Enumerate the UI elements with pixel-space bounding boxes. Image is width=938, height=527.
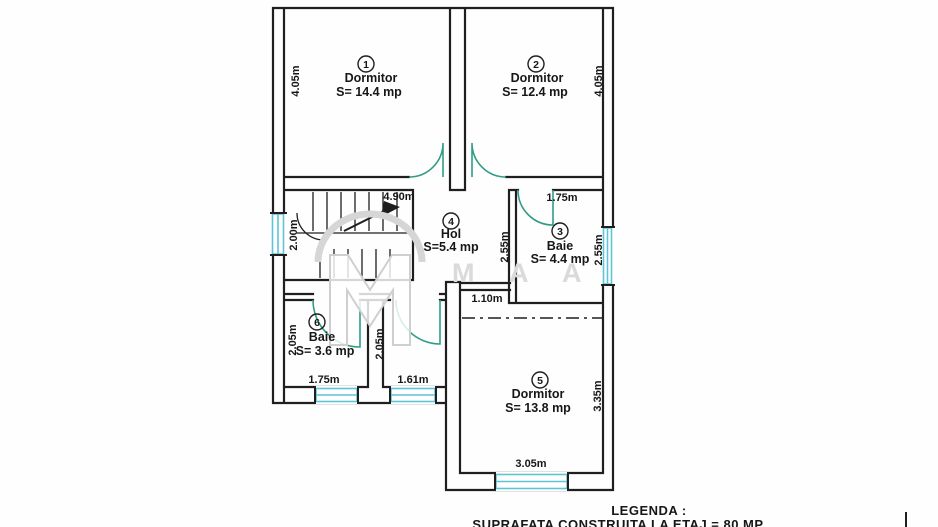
room6-area: S= 3.6 mp	[296, 344, 355, 358]
door-arc-room2	[471, 142, 507, 178]
badge-number-6: 6	[314, 317, 320, 329]
dim-stair-height: 2.00m	[288, 219, 300, 250]
dim-room1-height: 4.05m	[290, 65, 302, 96]
badge-number-2: 2	[533, 59, 539, 71]
room-badges: 1 2 3 4 5 6	[308, 55, 569, 389]
room4-name: Hol	[441, 227, 461, 241]
dim-room2-height: 4.05m	[593, 65, 605, 96]
legend-surface-line: SUPRAFATA CONSTRUITA LA ETAJ = 80 MP	[472, 517, 763, 527]
room2-name: Dormitor	[511, 71, 564, 85]
window-left	[270, 212, 287, 256]
watermark: M A A	[314, 210, 596, 346]
dim-dressing-height: 2.05m	[374, 328, 386, 359]
windows	[270, 212, 615, 491]
door-arc-baie3	[517, 189, 554, 226]
room5-area: S= 13.8 mp	[505, 401, 571, 415]
window-dressing	[389, 386, 437, 404]
badge-circle-6	[308, 313, 326, 331]
room2-area: S= 12.4 mp	[502, 85, 568, 99]
badge-circle-4	[442, 212, 460, 230]
window-right	[601, 226, 615, 286]
badge-circle-5	[531, 371, 549, 389]
room1-name: Dormitor	[345, 71, 398, 85]
window-baie6	[314, 386, 359, 404]
badge-circle-1	[357, 55, 375, 73]
watermark-logo-icon	[329, 254, 411, 346]
watermark-dome-icon	[314, 210, 426, 263]
legend: LEGENDA : SUPRAFATA CONSTRUITA LA ETAJ =…	[472, 503, 907, 527]
dim-stair-width: 4.90m	[383, 191, 414, 203]
dim-baie3-height-right: 2.55m	[593, 234, 605, 265]
legend-title: LEGENDA :	[611, 503, 687, 518]
dimension-labels: 4.05m 4.05m 4.90m 2.00m 1.75m 2.55m 2.55…	[287, 65, 605, 470]
window-room5	[494, 472, 569, 491]
room6-name: Baie	[309, 330, 335, 344]
dim-room5-height: 3.35m	[592, 380, 604, 411]
dim-hol-passage: 1.10m	[471, 293, 502, 305]
room-labels: Dormitor S= 14.4 mp Dormitor S= 12.4 mp …	[296, 71, 590, 415]
dim-baie3-height-left: 2.55m	[499, 231, 511, 262]
door-arc-baie6	[312, 299, 361, 348]
badge-number-1: 1	[363, 59, 369, 71]
dim-dressing-width: 1.61m	[397, 374, 428, 386]
badge-number-3: 3	[557, 226, 563, 238]
watermark-letters: M A A	[452, 258, 596, 288]
room5-name: Dormitor	[512, 387, 565, 401]
dim-baie3-width: 1.75m	[546, 192, 577, 204]
room1-area: S= 14.4 mp	[336, 85, 402, 99]
room3-area: S= 4.4 mp	[531, 252, 590, 266]
badge-number-5: 5	[537, 375, 543, 387]
stair-handrail-arc	[296, 212, 325, 241]
badge-circle-2	[527, 55, 545, 73]
door-arc-room1	[408, 142, 444, 178]
badge-number-4: 4	[448, 216, 454, 228]
dim-room5-width: 3.05m	[515, 458, 546, 470]
room4-area: S=5.4 mp	[423, 240, 479, 254]
room3-name: Baie	[547, 239, 573, 253]
badge-circle-3	[551, 222, 569, 240]
dim-baie6-width: 1.75m	[308, 374, 339, 386]
dim-baie6-height: 2.05m	[287, 324, 299, 355]
